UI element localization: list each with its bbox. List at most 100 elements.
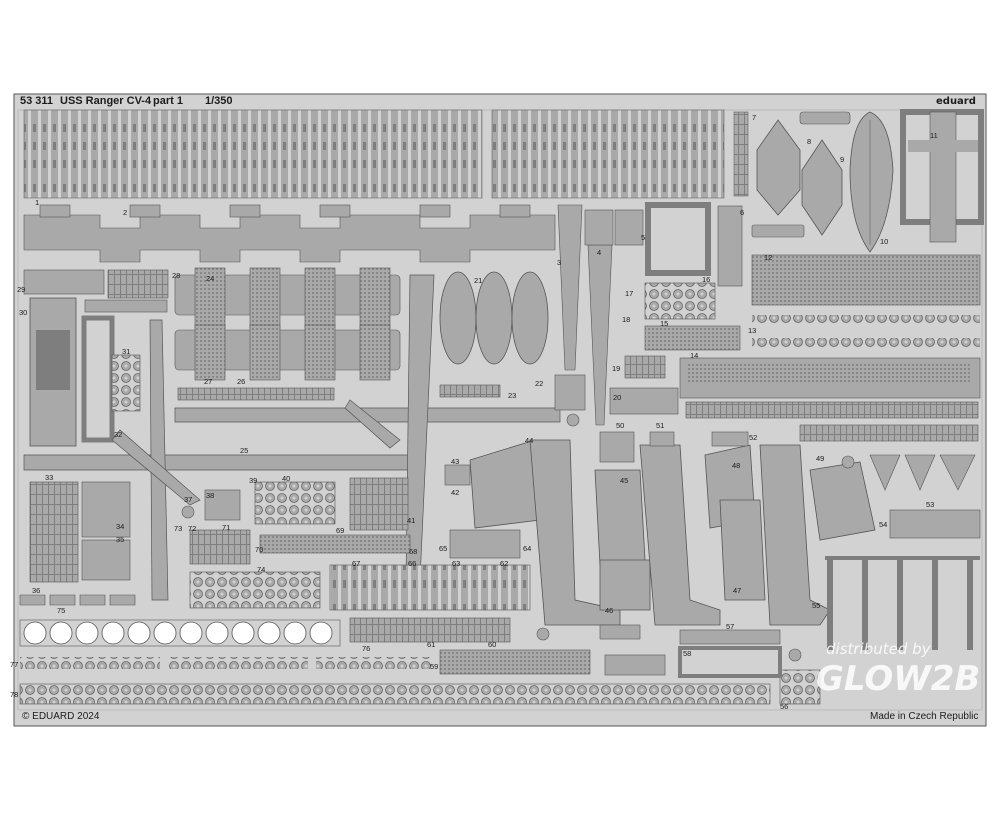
part-number: 34 xyxy=(116,522,124,531)
part-23 xyxy=(439,384,501,398)
part-number: 74 xyxy=(257,565,265,574)
part-19 xyxy=(624,355,666,379)
chain-13 xyxy=(752,315,980,325)
part-number: 53 xyxy=(926,500,934,509)
part-31 xyxy=(111,354,141,412)
part-number: 14 xyxy=(690,351,698,360)
part-number: 29 xyxy=(17,285,25,294)
part-number: 43 xyxy=(451,457,459,466)
deck-parts-24 xyxy=(174,267,401,381)
part-number: 7 xyxy=(752,113,756,122)
sheet-part: part 1 xyxy=(153,95,183,107)
part-number: 63 xyxy=(452,559,460,568)
part-number: 19 xyxy=(612,364,620,373)
part-number: 21 xyxy=(474,276,482,285)
part-6 xyxy=(717,205,743,287)
part-number: 18 xyxy=(622,315,630,324)
brand-logo: eduard xyxy=(936,96,976,107)
part-41 xyxy=(349,477,409,531)
small-parts xyxy=(181,374,855,676)
strip-66 xyxy=(329,564,531,611)
ring-chain-56 xyxy=(779,669,821,705)
boat-hull xyxy=(849,111,894,253)
part-35 xyxy=(81,539,131,581)
parts-36 xyxy=(19,594,136,606)
rings-74 xyxy=(189,571,321,609)
part-number: 23 xyxy=(508,391,516,400)
part-number: 9 xyxy=(840,155,844,164)
part-number: 69 xyxy=(336,526,344,535)
triangles-53 xyxy=(869,454,976,491)
part-number: 71 xyxy=(222,523,230,532)
hangar-panels xyxy=(469,439,876,626)
strip-27 xyxy=(177,387,335,401)
part-number: 1 xyxy=(35,198,39,207)
part-number: 54 xyxy=(879,520,887,529)
sheet-scale: 1/350 xyxy=(205,95,233,107)
part-number: 37 xyxy=(184,495,192,504)
part-number: 40 xyxy=(282,474,290,483)
rings-40 xyxy=(254,481,336,525)
part-number: 48 xyxy=(732,461,740,470)
boats-21 xyxy=(439,271,549,365)
part-number: 66 xyxy=(408,559,416,568)
part-15 xyxy=(644,325,741,351)
railing-strip xyxy=(23,109,483,199)
boat-part xyxy=(801,139,843,236)
part-labels: 1 2 3 4 5 6 7 8 9 10 11 12 13 14 15 16 1… xyxy=(10,113,938,711)
part-number: 38 xyxy=(206,491,214,500)
part-number: 15 xyxy=(660,319,668,328)
part-number: 50 xyxy=(616,421,624,430)
part-number: 70 xyxy=(255,545,263,554)
copyright-text: © EDUARD 2024 xyxy=(22,711,100,722)
part-number: 42 xyxy=(451,488,459,497)
chain-78 xyxy=(19,683,771,705)
part-number: 76 xyxy=(362,644,370,653)
part-number: 47 xyxy=(733,586,741,595)
part-number: 58 xyxy=(683,649,691,658)
part-number: 6 xyxy=(740,208,744,217)
ladder-part xyxy=(733,111,749,197)
part-number: 36 xyxy=(32,586,40,595)
part-number: 73 xyxy=(174,524,182,533)
tapered-part-3 xyxy=(557,204,583,371)
origin-text: Made in Czech Republic xyxy=(870,711,978,722)
part-number: 46 xyxy=(605,606,613,615)
part-number: 55 xyxy=(812,601,820,610)
part-number: 39 xyxy=(249,476,257,485)
part-28 xyxy=(107,269,169,299)
bracket-row-2 xyxy=(23,204,556,263)
part-number: 20 xyxy=(613,393,621,402)
part-number: 10 xyxy=(880,237,888,246)
part-57 xyxy=(679,629,781,645)
part-number: 59 xyxy=(430,662,438,671)
part-number: 8 xyxy=(807,137,811,146)
part-number: 41 xyxy=(407,516,415,525)
railing-strip xyxy=(491,109,725,199)
part-33 xyxy=(29,481,79,583)
part-number: 72 xyxy=(188,524,196,533)
distributor-watermark: distributed by GLOW2B xyxy=(816,640,980,699)
part-71 xyxy=(189,529,251,565)
strip-69 xyxy=(259,534,411,554)
part-number: 44 xyxy=(525,436,533,445)
part-number: 27 xyxy=(204,377,212,386)
sheet-code: 53 311 xyxy=(20,95,53,107)
part-number: 28 xyxy=(172,271,180,280)
rings-16 xyxy=(644,282,716,320)
part-number: 16 xyxy=(702,275,710,284)
part-number: 61 xyxy=(427,640,435,649)
boat-part xyxy=(756,119,801,216)
part-number: 45 xyxy=(620,476,628,485)
part-number: 31 xyxy=(122,347,130,356)
part-number: 4 xyxy=(597,248,601,257)
parts-12 xyxy=(751,254,981,306)
part-number: 22 xyxy=(535,379,543,388)
part-number: 65 xyxy=(439,544,447,553)
part-number: 60 xyxy=(488,640,496,649)
part-number: 67 xyxy=(352,559,360,568)
part-number: 17 xyxy=(625,289,633,298)
watermark-line1: distributed by xyxy=(826,640,932,658)
part-number: 25 xyxy=(240,446,248,455)
part-76 xyxy=(349,617,511,643)
